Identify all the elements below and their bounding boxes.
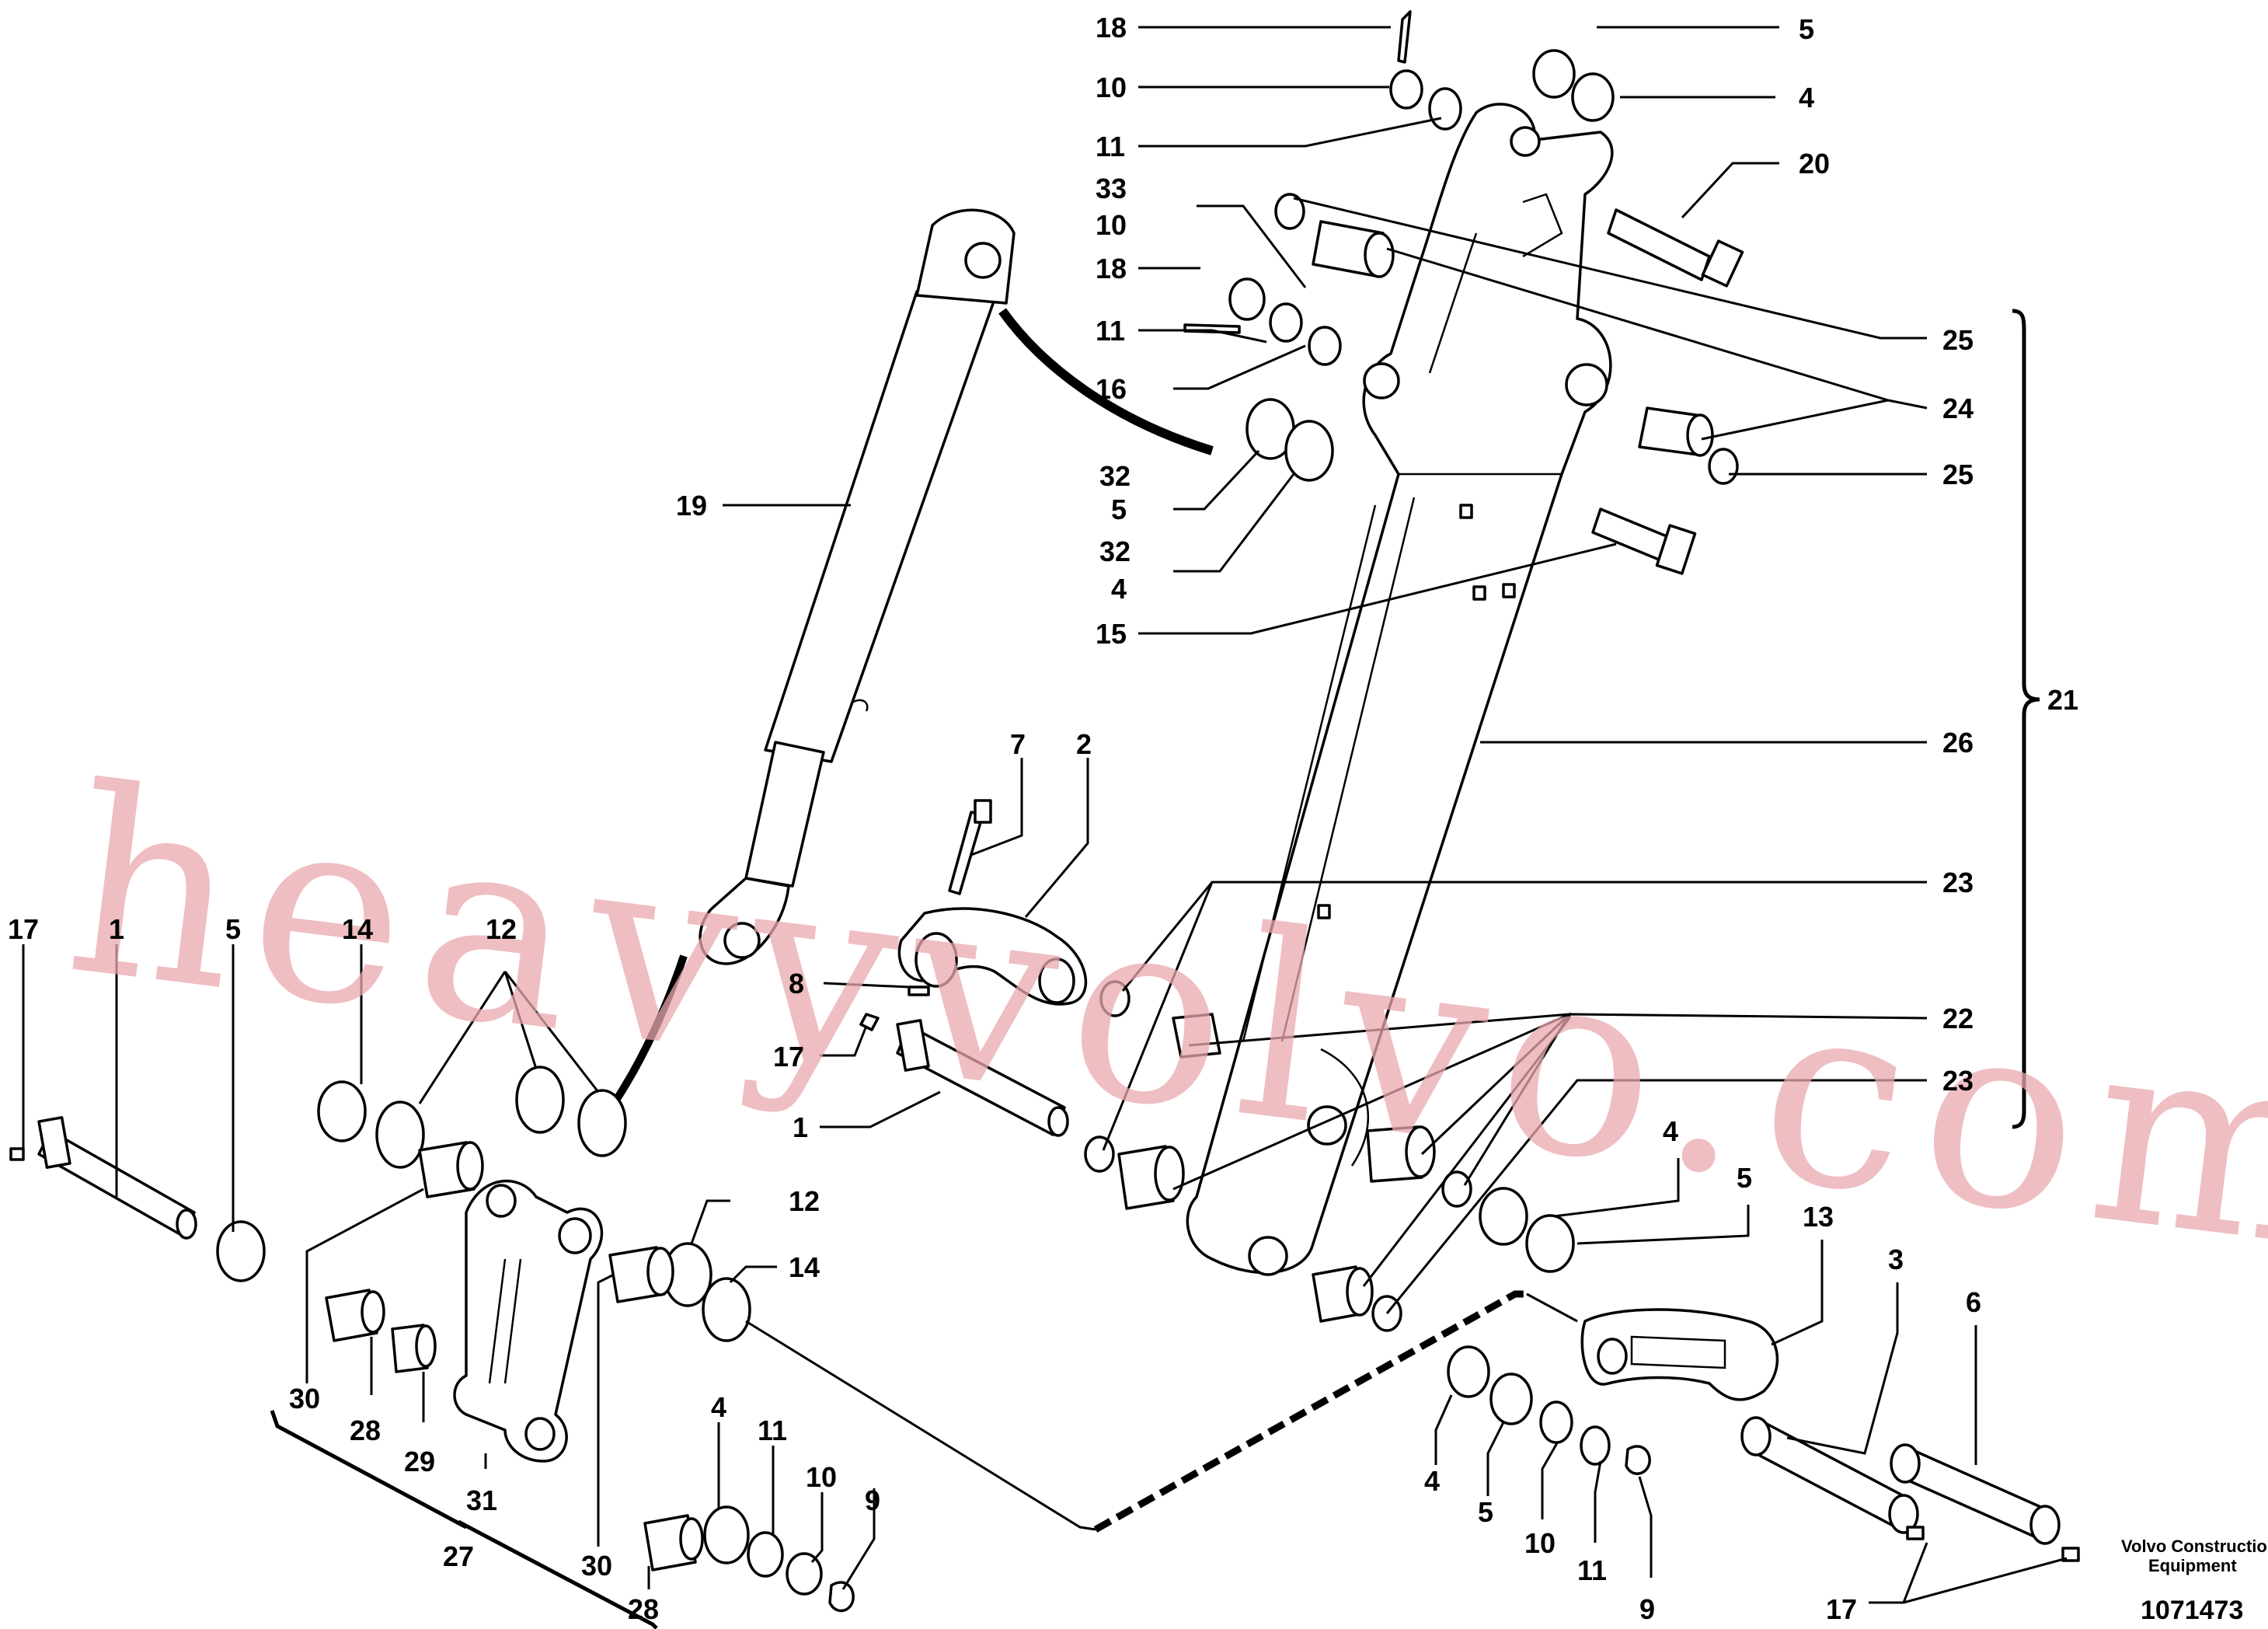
label-10: 10 <box>1096 72 1127 103</box>
label-17: 17 <box>773 1041 804 1073</box>
label-5: 5 <box>1111 494 1127 525</box>
label-25: 25 <box>1942 324 1974 356</box>
brace-21 <box>2012 309 2040 1129</box>
label-11: 11 <box>1096 315 1125 347</box>
label-17: 17 <box>1826 1593 1857 1625</box>
label-8: 8 <box>789 968 804 999</box>
company-name-line2: Equipment <box>2148 1556 2237 1575</box>
label-21: 21 <box>2047 684 2078 716</box>
hydraulic-cylinder <box>610 208 1214 1106</box>
watermark: heavyvolvo.com <box>54 731 2268 1307</box>
link-31 <box>453 1179 604 1463</box>
label-29: 29 <box>404 1446 435 1477</box>
label-11: 11 <box>1577 1554 1607 1586</box>
label-22: 22 <box>1942 1003 1974 1034</box>
label-14: 14 <box>342 913 373 945</box>
assembly-dashed-line <box>1093 1290 1527 1533</box>
label-30: 30 <box>289 1383 320 1414</box>
label-5: 5 <box>1799 13 1814 45</box>
bushings-center <box>1084 980 1472 1332</box>
label-7: 7 <box>1010 728 1026 760</box>
label-10: 10 <box>1524 1527 1556 1559</box>
label-6: 6 <box>1966 1286 1981 1318</box>
label-23: 23 <box>1942 867 1974 898</box>
label-19: 19 <box>676 490 707 521</box>
callout-labels: 18 10 11 33 10 18 11 16 32 5 32 4 15 19 … <box>8 12 2078 1625</box>
label-32: 32 <box>1099 460 1131 492</box>
label-31: 31 <box>466 1484 497 1516</box>
label-4: 4 <box>1799 82 1814 113</box>
washers-left <box>317 1066 751 1342</box>
company-name-line1: Volvo Construction <box>2121 1537 2268 1556</box>
pins-3-and-6 <box>1740 1416 2080 1562</box>
bracket-27 <box>270 1410 658 1629</box>
label-32: 32 <box>1099 535 1131 567</box>
label-1: 1 <box>109 913 124 945</box>
bushings-left <box>325 1141 704 1571</box>
label-10: 10 <box>806 1461 837 1493</box>
label-1: 1 <box>793 1111 808 1143</box>
label-18: 18 <box>1096 253 1127 284</box>
label-4: 4 <box>1111 573 1127 605</box>
label-28: 28 <box>628 1593 659 1625</box>
label-16: 16 <box>1096 373 1127 405</box>
label-5: 5 <box>225 913 241 945</box>
pin-1-left <box>9 1116 266 1282</box>
label-5: 5 <box>1737 1162 1752 1194</box>
label-27: 27 <box>443 1540 474 1572</box>
label-11: 11 <box>1096 131 1125 162</box>
leader-lines <box>22 26 2068 1604</box>
drawing-number: 1071473 <box>2141 1596 2243 1625</box>
label-14: 14 <box>789 1251 820 1283</box>
label-4: 4 <box>1663 1115 1678 1147</box>
label-12: 12 <box>789 1185 820 1217</box>
label-25: 25 <box>1942 459 1974 490</box>
label-3: 3 <box>1888 1244 1904 1275</box>
label-23: 23 <box>1942 1065 1974 1097</box>
label-33: 33 <box>1096 173 1127 204</box>
pin-15 <box>1591 508 1697 575</box>
label-26: 26 <box>1942 727 1974 759</box>
washers-right <box>1447 1187 1651 1475</box>
label-20: 20 <box>1799 148 1830 180</box>
pin-20 <box>1607 208 1744 288</box>
label-15: 15 <box>1096 618 1127 650</box>
label-9: 9 <box>1639 1593 1655 1625</box>
label-11: 11 <box>758 1414 787 1446</box>
boom-arm <box>1186 103 1614 1276</box>
label-5: 5 <box>1478 1496 1493 1528</box>
label-10: 10 <box>1096 209 1127 241</box>
pin-1-center <box>896 1019 1069 1137</box>
link-13 <box>1580 1308 1779 1401</box>
bushings-top <box>1274 193 1739 485</box>
label-13: 13 <box>1803 1201 1834 1233</box>
label-18: 18 <box>1096 12 1127 44</box>
label-4: 4 <box>1424 1465 1440 1497</box>
label-2: 2 <box>1076 728 1092 760</box>
label-4: 4 <box>711 1391 726 1423</box>
label-17: 17 <box>8 913 39 945</box>
label-12: 12 <box>486 913 517 945</box>
washers-bottom-left <box>703 1505 855 1613</box>
label-24: 24 <box>1942 392 1974 424</box>
label-30: 30 <box>581 1550 612 1582</box>
label-9: 9 <box>865 1484 880 1516</box>
label-28: 28 <box>350 1414 381 1446</box>
footer: Volvo Construction Equipment 1071473 <box>2121 1537 2268 1625</box>
